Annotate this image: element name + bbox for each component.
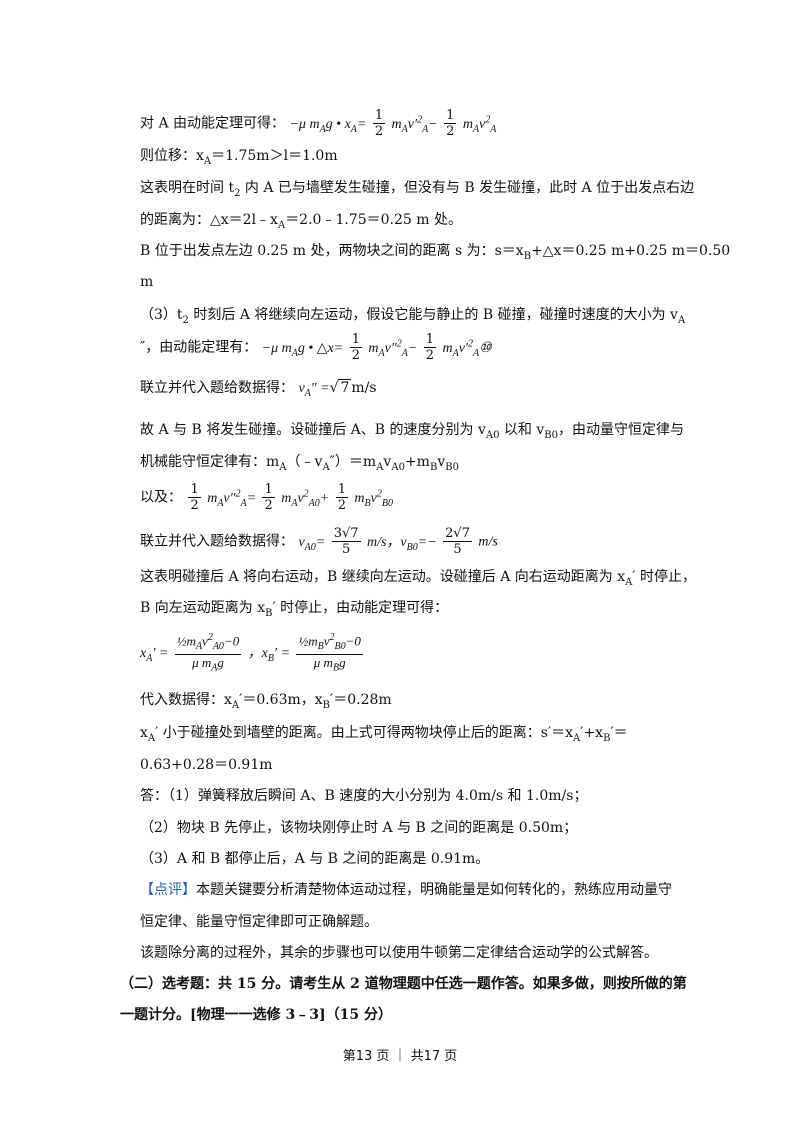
line-6: m (140, 274, 154, 290)
line-20: 答：（1）弹簧释放后瞬间 A、B 速度的大小分别为 4.0m/s 和 1.0m/… (140, 788, 588, 804)
line-2: 则位移：xA＝1.75m＞l＝1.0m (140, 148, 338, 167)
line-22: （3）A 和 B 都停止后，A 与 B 之间的距离是 0.91m。 (140, 851, 490, 867)
line-4: 的距离为：△x＝2l﹣xA＝2.0﹣1.75＝0.25 m 处。 (140, 212, 462, 231)
line-24: 恒定律、能量守恒定律即可正确解题。 (140, 914, 378, 930)
line-18: xA′ 小于碰撞处到墙壁的距离。由上式可得两物块停止后的距离：s′＝xA′+xB… (140, 725, 628, 744)
line-5: B 位于出发点左边 0.25 m 处，两物块之间的距离 s 为：s＝xB+△x＝… (140, 243, 731, 262)
line-19: 0.63+0.28＝0.91m (140, 757, 273, 773)
line-11: 机械能守恒定律有：mA（﹣vA″）＝mAvA0+mBvB0 (140, 454, 459, 473)
page-footer: 第13 页 ｜ 共17 页 (342, 1049, 458, 1064)
line-3: 这表明在时间 t2 内 A 已与墙壁发生碰撞，但没有与 B 发生碰撞，此时 A … (140, 180, 695, 199)
line-17: 代入数据得：xA′＝0.63m，xB′＝0.28m (140, 692, 392, 711)
review-tag: 【点评】 (140, 882, 196, 898)
line-15: B 向左运动距离为 xB′ 时停止，由动能定理可得： (140, 600, 449, 619)
line-21: （2）物块 B 先停止，该物块刚停止时 A 与 B 之间的距离是 0.50m； (140, 820, 578, 836)
line-27: 一题计分。[物理一一选修 3﹣3]（15 分） (120, 1007, 392, 1023)
line-26: （二）选考题：共 15 分。请考生从 2 道物理题中任选一题作答。如果多做，则按… (120, 976, 687, 992)
line-14: 这表明碰撞后 A 将向右运动，B 继续向左运动。设碰撞后 A 向右运动距离为 x… (140, 569, 696, 588)
line-10: 故 A 与 B 将发生碰撞。设碰撞后 A、B 的速度分别为 vA0 以和 vB0… (140, 422, 684, 441)
line-25: 该题除分离的过程外，其余的步骤也可以使用牛顿第二定律结合运动学的公式解答。 (140, 945, 658, 961)
line-7: （3）t2 时刻后 A 将继续向左运动，假设它能与静止的 B 碰撞，碰撞时速度的… (140, 307, 686, 326)
line-23: 【点评】本题关键要分析清楚物体运动过程，明确能量是如何转化的，熟练应用动量守 (140, 882, 672, 898)
